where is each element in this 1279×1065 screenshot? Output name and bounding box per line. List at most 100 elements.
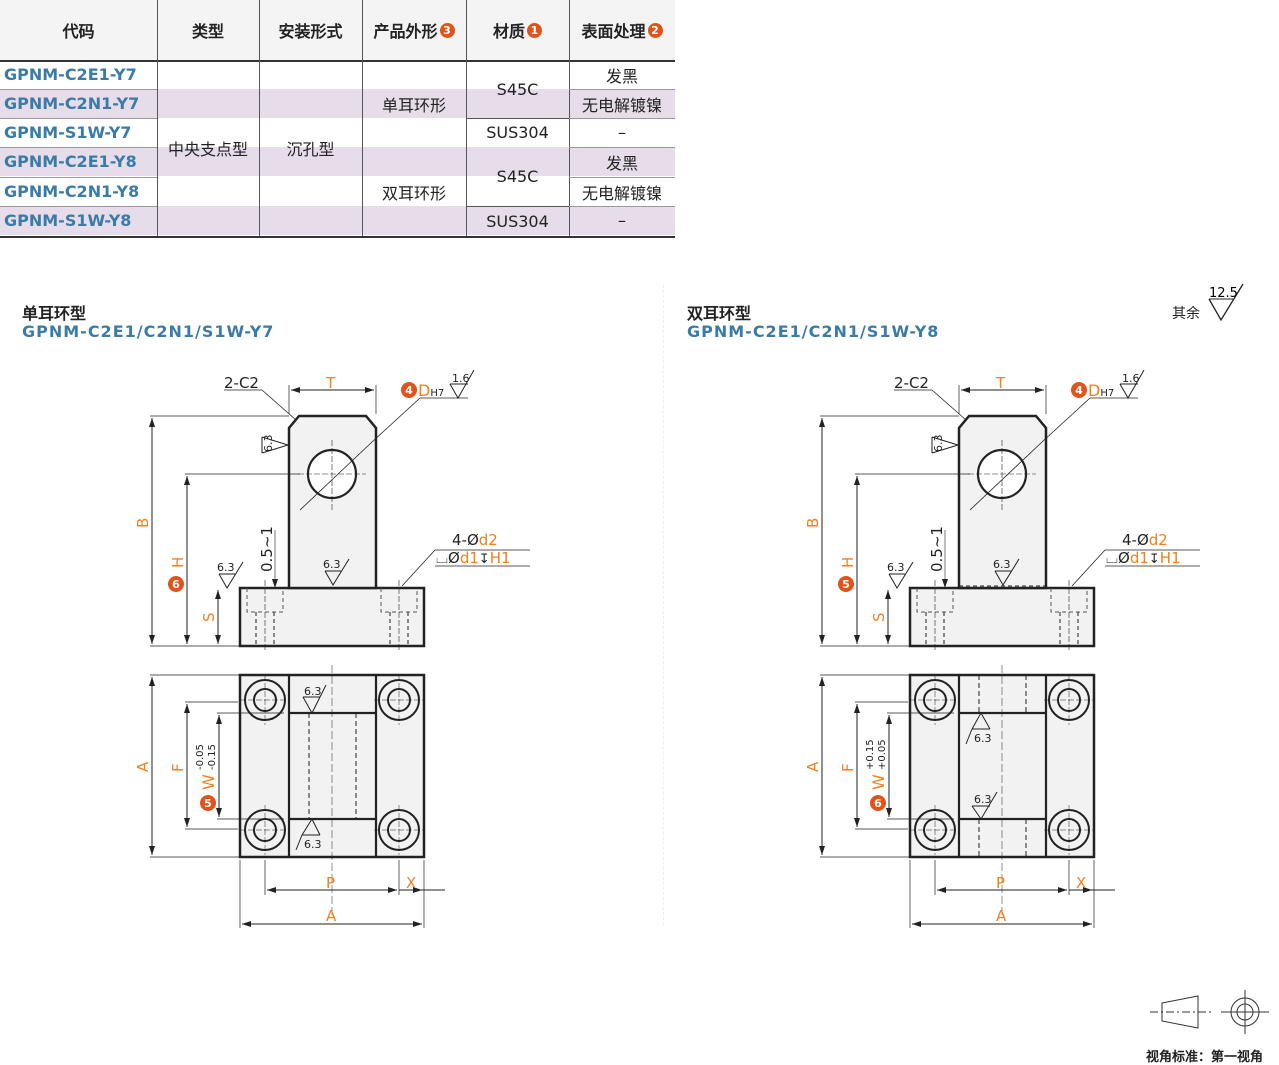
dim-label-part: 4-Ø — [452, 531, 479, 549]
header-label: 安装形式 — [278, 22, 343, 41]
row-divider — [569, 177, 675, 178]
badge-number: 5 — [842, 578, 850, 591]
dim-label-part: H1 — [1160, 549, 1181, 567]
dim-label: W — [199, 774, 218, 790]
dim-label: T — [325, 374, 336, 392]
dim-label: T — [995, 374, 1006, 392]
dim-label: 6.3 — [932, 435, 945, 453]
product-code[interactable]: GPNM-C2E1-Y8 — [4, 152, 137, 171]
shape-cell: 双耳环形 — [381, 183, 446, 203]
left-subtitle: GPNM-C2E1/C2N1/S1W-Y7 — [22, 322, 275, 341]
row-stripe — [0, 89, 675, 118]
row-divider — [0, 177, 157, 178]
general-roughness-value: 12.5 — [1209, 286, 1238, 301]
finish-cell: 无电解镀镍 — [581, 183, 662, 203]
dim-label: W — [869, 774, 888, 790]
dim-label: -0.05 — [195, 744, 206, 770]
finish-cell: – — [618, 211, 626, 230]
right-title: 双耳环型 — [687, 304, 752, 323]
dim-label: 6.3 — [304, 838, 322, 851]
dim-label: P — [996, 874, 1005, 892]
hole-count-label: 4-Ød2 — [1122, 531, 1168, 549]
product-code[interactable]: GPNM-C2N1-Y8 — [4, 182, 140, 201]
dim-label-part: d2 — [479, 531, 498, 549]
dim-label: 6.3 — [974, 732, 992, 745]
dim-label: A — [996, 907, 1007, 925]
roughness-symbol: 6.3 — [217, 561, 244, 589]
note-badge — [168, 576, 184, 592]
dim-label: 6.3 — [217, 561, 235, 574]
divider — [663, 285, 665, 925]
roughness-symbol: 6.3 — [323, 558, 350, 586]
first-angle-projection-icon — [1150, 990, 1269, 1034]
material-cell: S45C — [496, 79, 539, 99]
bore-dim-label: DH7 — [418, 381, 444, 400]
roughness-symbol: 1.6 — [1119, 369, 1145, 400]
row-divider — [466, 118, 569, 119]
dim-label: B — [134, 518, 152, 528]
mount-cell: 沉孔型 — [286, 140, 335, 159]
roughness-symbol: 1.6 — [449, 369, 475, 400]
note-badge: 1 — [527, 22, 542, 38]
material-cell: SUS304 — [486, 123, 549, 142]
column-header: 代码 — [0, 0, 157, 62]
note-badge — [1071, 382, 1087, 398]
dim-label: 6.3 — [974, 793, 992, 806]
header-label: 表面处理 — [581, 22, 646, 41]
header-label: 产品外形 — [373, 22, 438, 41]
material-cell: SUS304 — [486, 211, 549, 231]
type-cell: 中央支点型 — [167, 140, 248, 159]
header-label: 材质 — [492, 22, 525, 41]
row-stripe — [0, 147, 675, 176]
row-divider — [0, 206, 157, 207]
dim-label: S — [200, 612, 218, 622]
column-divider — [259, 0, 260, 237]
dim-label: A — [804, 761, 822, 772]
dim-label: 6.3 — [323, 558, 341, 571]
row-divider — [0, 89, 157, 90]
dim-label: 6.3 — [304, 685, 322, 698]
product-code[interactable]: GPNM-S1W-Y8 — [4, 211, 132, 230]
note-badge — [870, 795, 886, 811]
column-divider — [157, 0, 158, 237]
dim-label: 6.3 — [262, 435, 275, 453]
dim-label-part: D — [418, 381, 430, 400]
note-badge: 3 — [439, 22, 455, 38]
column-header: 类型 — [157, 0, 259, 62]
dim-label: -0.15 — [207, 744, 218, 770]
product-code[interactable]: GPNM-C2N1-Y7 — [4, 94, 140, 113]
product-code[interactable]: GPNM-C2E1-Y7 — [4, 65, 137, 84]
dim-label: X — [1076, 874, 1086, 892]
roughness-symbol: 6.3 — [931, 435, 960, 454]
dim-label: 6.3 — [993, 558, 1011, 571]
counterbore-label: ⌴Ød1↧H1 — [436, 549, 511, 567]
dim-label-part: ↧ — [1149, 552, 1160, 567]
header-label: 代码 — [62, 22, 95, 41]
column-divider — [362, 0, 363, 237]
hole-count-label: 4-Ød2 — [452, 531, 498, 549]
badge-number: 4 — [1075, 384, 1083, 397]
dim-label: 1.6 — [452, 372, 470, 385]
dim-label-part: ⌴Ø — [436, 549, 460, 567]
roughness-symbol: 6.3 — [993, 558, 1020, 586]
dim-label: 0.5~1 — [928, 526, 946, 572]
column-header: 安装形式 — [259, 0, 362, 62]
dim-label-part: H7 — [430, 388, 444, 399]
dim-label: 2-C2 — [224, 374, 259, 392]
badge-number: 4 — [405, 384, 413, 397]
counterbore-label: ⌴Ød1↧H1 — [1106, 549, 1181, 567]
material-cell: S45C — [496, 167, 539, 186]
dim-label: 2-C2 — [894, 374, 929, 392]
product-code[interactable]: GPNM-S1W-Y7 — [4, 123, 132, 142]
projection-label: 视角标准：第一视角 — [1146, 1050, 1264, 1065]
right-subtitle: GPNM-C2E1/C2N1/S1W-Y8 — [687, 322, 940, 341]
row-divider — [0, 147, 157, 148]
note-badge: 2 — [647, 22, 663, 38]
dim-label: H — [839, 557, 857, 568]
dim-label: P — [326, 874, 335, 892]
roughness-symbol: 6.3 — [295, 817, 322, 851]
